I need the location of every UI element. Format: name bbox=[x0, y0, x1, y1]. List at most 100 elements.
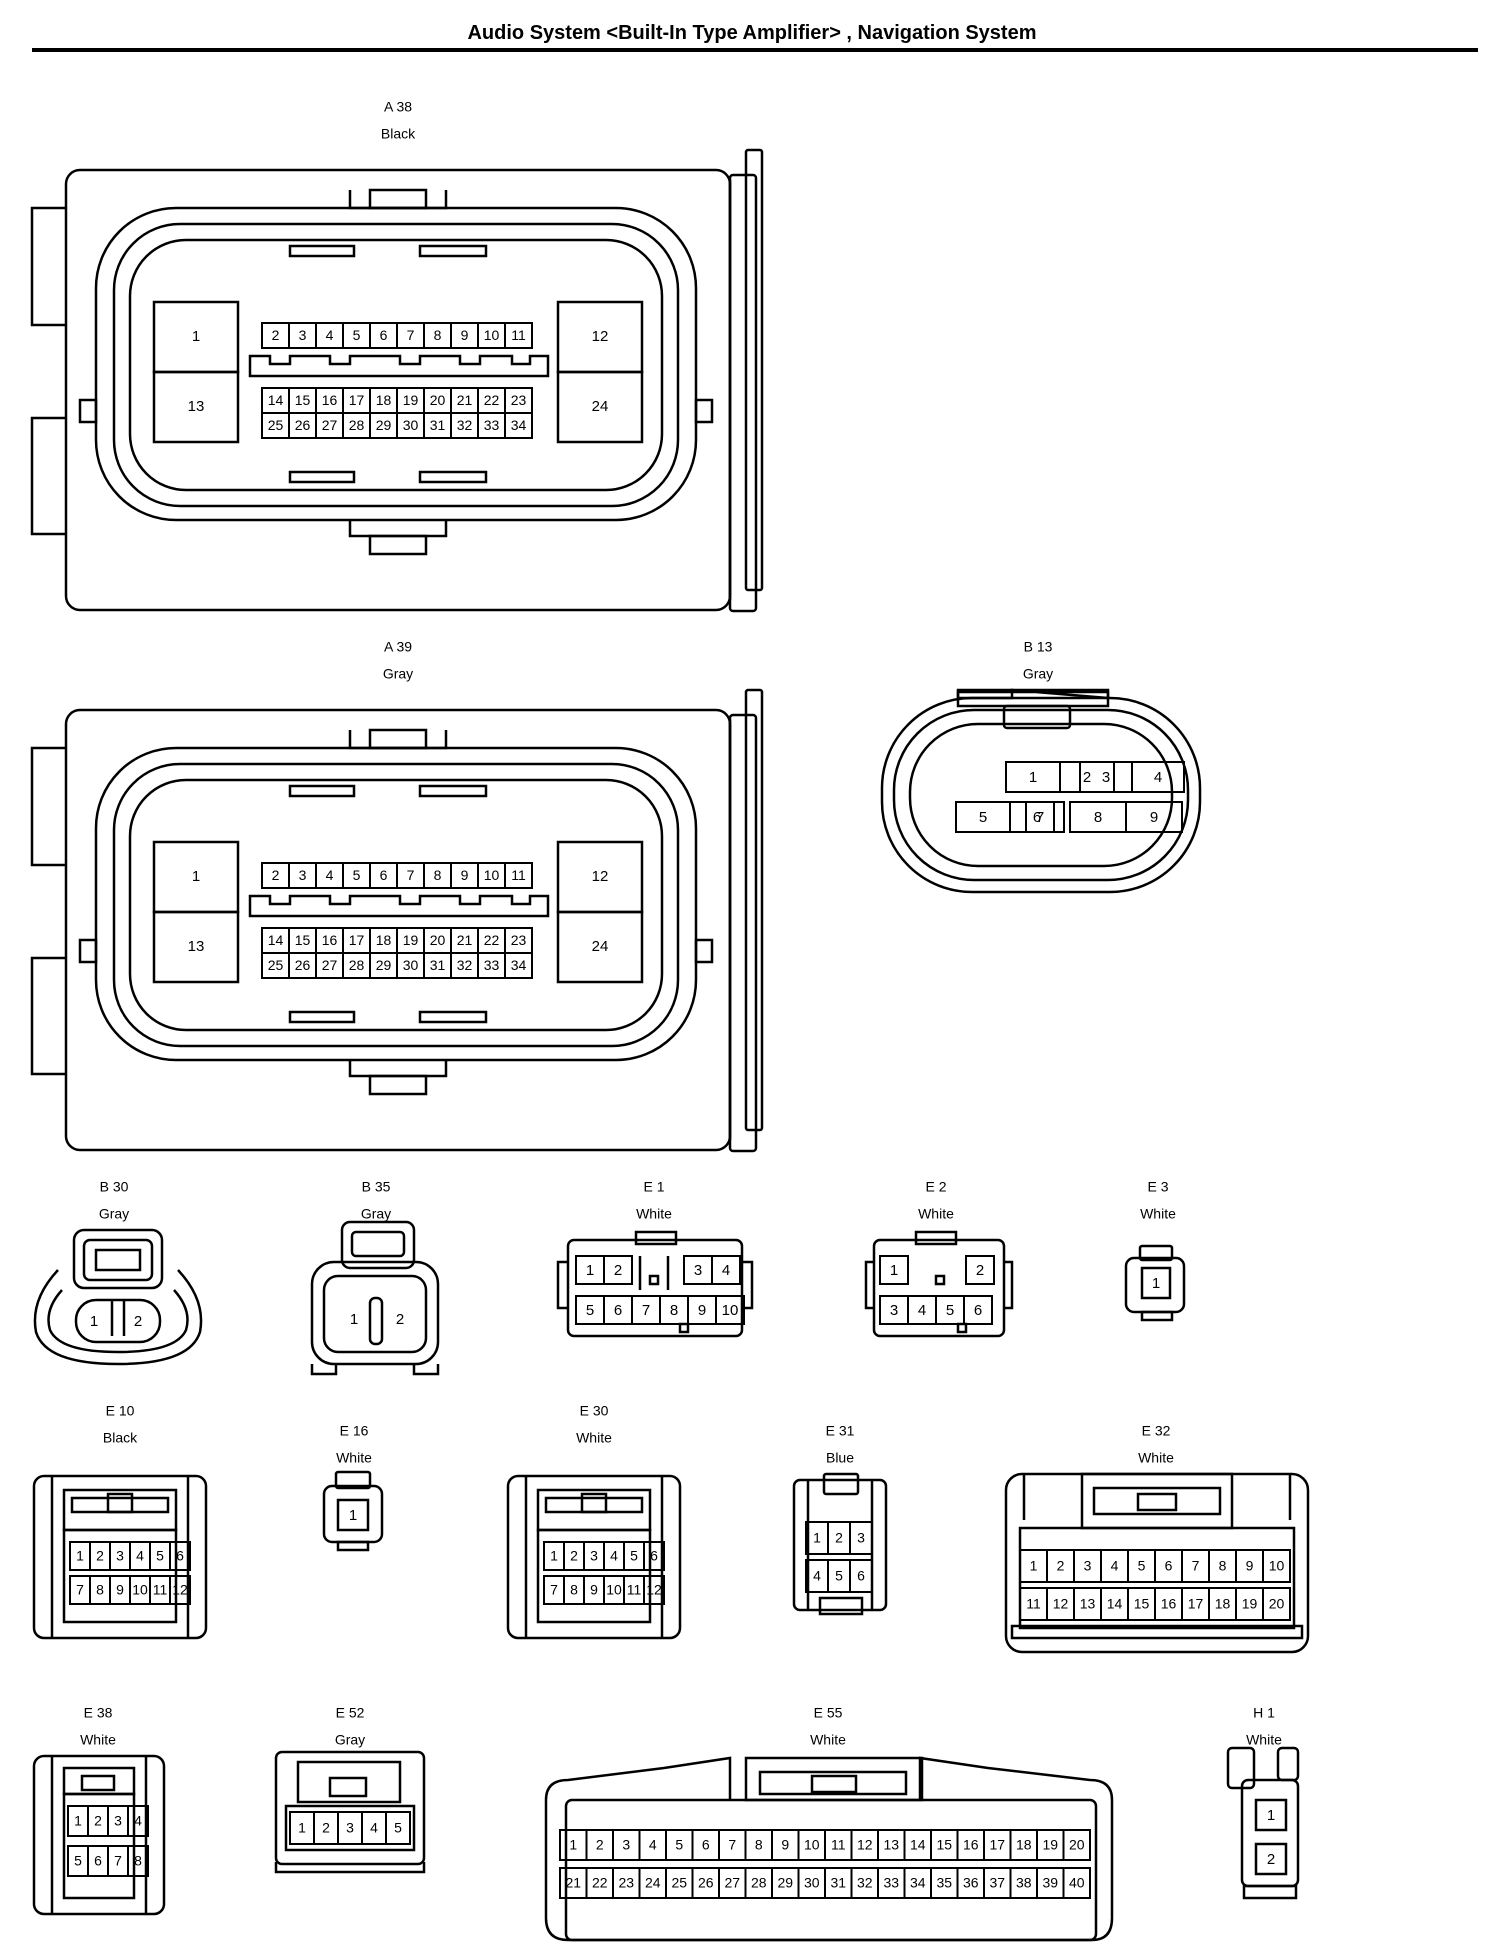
connector-color-label: White bbox=[1138, 1450, 1174, 1466]
connector-id-label: E 16 bbox=[340, 1423, 369, 1439]
outline-shape bbox=[418, 784, 488, 798]
outline-shape bbox=[368, 728, 428, 750]
pin-number: 25 bbox=[268, 417, 284, 433]
pin-number: 3 bbox=[1084, 1558, 1092, 1574]
outline-shape bbox=[368, 1296, 384, 1346]
outline-shape bbox=[80, 1774, 116, 1792]
outline-shape bbox=[274, 1750, 426, 1866]
outline-shape bbox=[914, 1230, 958, 1246]
pin-number: 14 bbox=[910, 1837, 926, 1853]
pin-number: 9 bbox=[1150, 809, 1158, 826]
outline-shape bbox=[1140, 1266, 1172, 1300]
outline-shape bbox=[728, 713, 758, 1153]
pin-number: 2 bbox=[272, 327, 280, 343]
pin-number: 5 bbox=[353, 327, 361, 343]
pin-number: 12 bbox=[592, 328, 609, 345]
pin-number: 19 bbox=[1242, 1596, 1258, 1612]
pin-number: 15 bbox=[295, 932, 311, 948]
pin-number: 14 bbox=[268, 932, 284, 948]
pin-number: 11 bbox=[511, 327, 526, 343]
pin-number: 37 bbox=[989, 1875, 1005, 1891]
pin-number: 5 bbox=[394, 1820, 402, 1836]
pin-cell bbox=[603, 1255, 633, 1285]
pin-number: 11 bbox=[511, 867, 526, 883]
pin-number: 22 bbox=[592, 1875, 608, 1891]
connector-id-label: H 1 bbox=[1253, 1705, 1275, 1721]
outline-shape bbox=[694, 398, 714, 424]
outline-shape bbox=[32, 1754, 166, 1916]
pin-number: 1 bbox=[192, 328, 200, 345]
pin-number: 29 bbox=[777, 1875, 793, 1891]
pin-number: 12 bbox=[646, 1582, 662, 1598]
pin-number: 36 bbox=[963, 1875, 979, 1891]
connector-id-label: E 38 bbox=[84, 1705, 113, 1721]
outline-shape bbox=[110, 1300, 126, 1336]
pin-number: 1 bbox=[192, 868, 200, 885]
pin-number: 10 bbox=[484, 327, 500, 343]
pin-number: 2 bbox=[322, 1820, 330, 1836]
outline-shape bbox=[934, 1274, 946, 1286]
pin-number: 29 bbox=[376, 957, 392, 973]
pin-number: 35 bbox=[936, 1875, 952, 1891]
outline-shape bbox=[348, 520, 448, 538]
pin-number: 9 bbox=[461, 867, 469, 883]
pin-number: 30 bbox=[403, 417, 419, 433]
pin-number: 1 bbox=[1267, 1807, 1275, 1824]
pin-cell bbox=[849, 1559, 873, 1593]
pin-number: 6 bbox=[857, 1568, 865, 1584]
pin-number: 4 bbox=[722, 1262, 730, 1279]
pin-number: 6 bbox=[94, 1853, 102, 1869]
connector-color-label: White bbox=[1140, 1206, 1176, 1222]
connector-color-label: Gray bbox=[383, 666, 413, 682]
pin-number: 18 bbox=[376, 392, 392, 408]
connector-color-label: White bbox=[336, 1450, 372, 1466]
outline-shape bbox=[328, 1776, 368, 1798]
pin-number: 1 bbox=[1152, 1275, 1160, 1292]
pin-number: 7 bbox=[76, 1582, 84, 1598]
outline-shape bbox=[152, 370, 240, 444]
pin-cell bbox=[643, 1541, 665, 1571]
pin-number: 33 bbox=[883, 1875, 899, 1891]
pin-cell bbox=[963, 1295, 993, 1325]
pin-number: 21 bbox=[565, 1875, 581, 1891]
pin-number: 38 bbox=[1016, 1875, 1032, 1891]
outline-shape bbox=[810, 1774, 858, 1794]
pin-number: 8 bbox=[570, 1582, 578, 1598]
connector-id-label: E 2 bbox=[925, 1179, 946, 1195]
outline-shape bbox=[908, 722, 1174, 868]
outline-shape bbox=[336, 1498, 370, 1532]
outline-shape bbox=[648, 1274, 660, 1286]
pin-number: 6 bbox=[380, 867, 388, 883]
outline-shape bbox=[106, 1492, 134, 1514]
outline-shape bbox=[112, 762, 680, 1048]
pin-number: 1 bbox=[1030, 1558, 1038, 1574]
pin-number: 7 bbox=[550, 1582, 558, 1598]
pin-number: 1 bbox=[890, 1262, 898, 1279]
pin-number: 2 bbox=[1083, 769, 1091, 786]
outline-shape bbox=[152, 910, 240, 984]
pin-number: 21 bbox=[457, 932, 473, 948]
outline-shape bbox=[564, 1798, 1098, 1942]
outline-shape bbox=[580, 1492, 608, 1514]
outline-shape bbox=[1002, 704, 1072, 730]
pin-number: 3 bbox=[694, 1262, 702, 1279]
pin-number: 6 bbox=[380, 327, 388, 343]
pin-number: 7 bbox=[114, 1853, 122, 1869]
pin-cell bbox=[849, 1521, 873, 1555]
title-rule bbox=[32, 48, 1478, 52]
outline-shape bbox=[678, 1322, 690, 1334]
pin-number: 16 bbox=[963, 1837, 979, 1853]
pin-number: 15 bbox=[936, 1837, 952, 1853]
pin-number: 13 bbox=[1080, 1596, 1096, 1612]
pin-number: 33 bbox=[484, 417, 500, 433]
outline-shape bbox=[248, 894, 550, 918]
pin-number: 14 bbox=[1107, 1596, 1123, 1612]
pin-number: 2 bbox=[134, 1313, 142, 1330]
pin-number: 20 bbox=[430, 392, 446, 408]
pin-number: 31 bbox=[430, 417, 446, 433]
pin-number: 11 bbox=[153, 1582, 168, 1598]
pin-cell bbox=[504, 952, 533, 979]
